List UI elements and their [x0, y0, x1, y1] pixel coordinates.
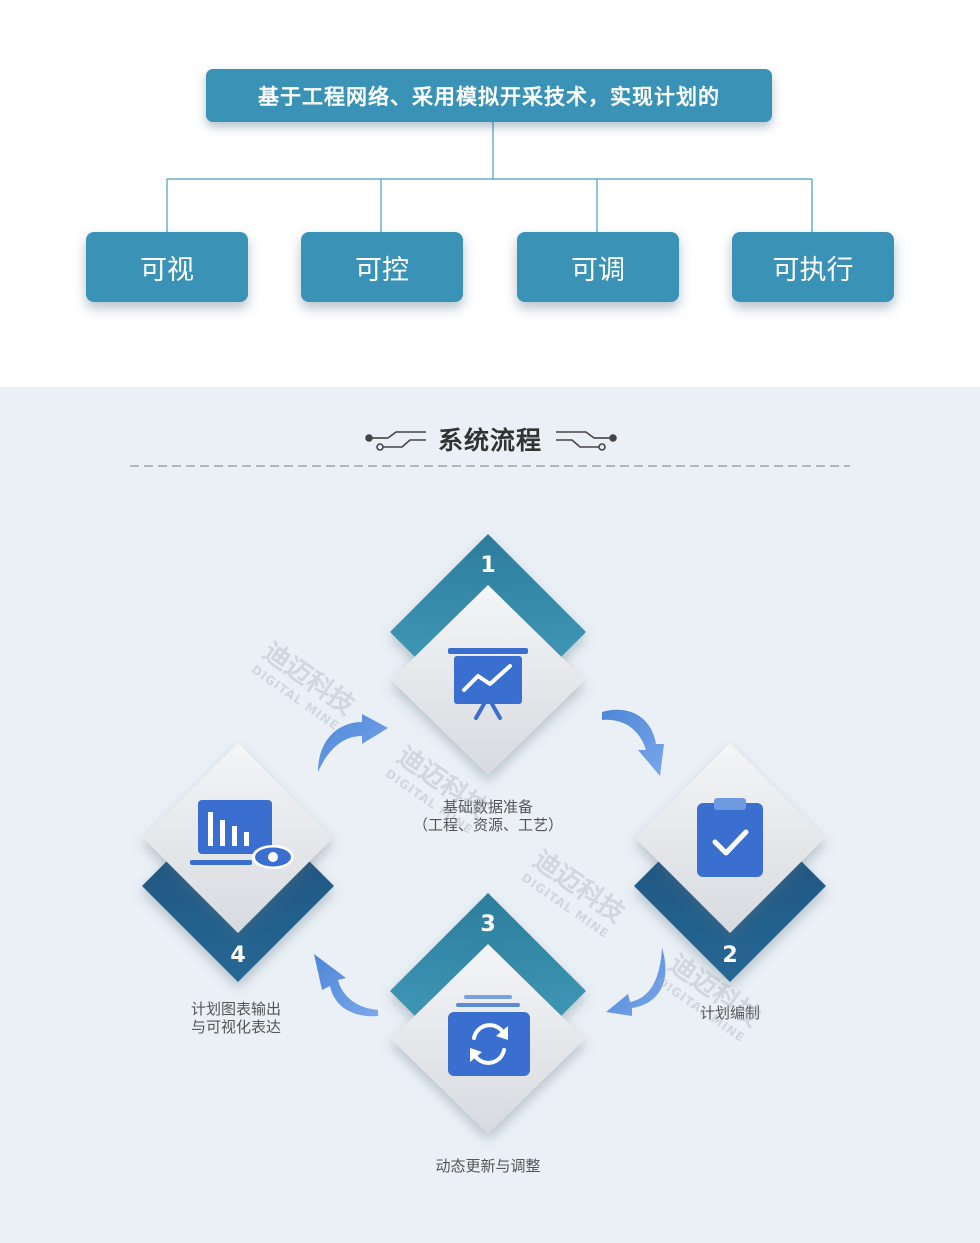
step-2-number: 2 — [722, 943, 737, 968]
arrow-1-to-2 — [602, 709, 664, 776]
step-3-number: 3 — [480, 912, 495, 937]
step-1-label: 基础数据准备 （工程、资源、工艺） — [388, 798, 588, 834]
step-4-label-line2: 与可视化表达 — [190, 1018, 281, 1036]
step-3-node: 3 — [390, 893, 586, 1134]
arrow-3-to-4 — [314, 954, 378, 1017]
arrow-2-to-3 — [606, 948, 666, 1016]
top-section — [0, 0, 980, 387]
step-1-number: 1 — [480, 553, 495, 578]
refresh-icon — [448, 995, 530, 1076]
step-1-label-line2: （工程、资源、工艺） — [412, 816, 563, 834]
step-1-label-line1: 基础数据准备 — [442, 798, 533, 816]
step-2-label: 计划编制 — [670, 1004, 790, 1022]
leaf-controllable: 可控 — [301, 232, 463, 302]
tree-connectors — [166, 122, 813, 232]
step-1-node: 1 — [390, 534, 586, 775]
title-left-circuit-icon — [365, 431, 426, 451]
step-3-label-line1: 动态更新与调整 — [435, 1157, 541, 1175]
step-4-label-line1: 计划图表输出 — [190, 1000, 281, 1018]
step-2-node: 2 — [634, 743, 826, 982]
clipboard-check-icon — [697, 798, 763, 877]
presentation-chart-icon — [448, 648, 528, 720]
tree-root-box: 基于工程网络、采用模拟开采技术，实现计划的 — [206, 69, 772, 122]
title-right-circuit-icon — [556, 431, 617, 451]
step-4-label: 计划图表输出 与可视化表达 — [166, 1000, 306, 1036]
arrow-4-to-1 — [318, 714, 388, 772]
leaf-adjustable: 可调 — [517, 232, 679, 302]
section-title: 系统流程 — [437, 426, 542, 455]
step-3-label: 动态更新与调整 — [400, 1157, 576, 1175]
step-2-label-line1: 计划编制 — [699, 1004, 760, 1022]
step-4-number: 4 — [230, 943, 245, 968]
title-divider — [130, 465, 850, 467]
chart-eye-icon — [190, 800, 294, 869]
leaf-visible: 可视 — [86, 232, 248, 302]
leaf-executable: 可执行 — [732, 232, 894, 302]
step-4-node: 4 — [142, 743, 334, 982]
